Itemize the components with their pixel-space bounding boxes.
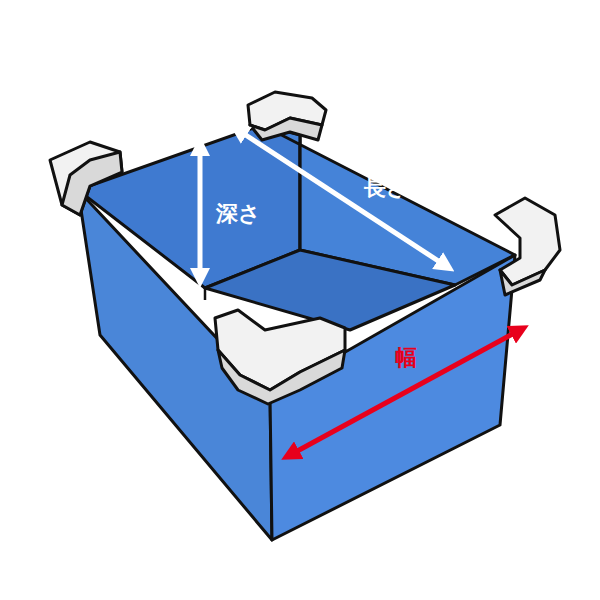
dimension-label: 幅 — [395, 346, 417, 370]
dimension-label: 長さ — [364, 176, 409, 200]
dimension-label: 深さ — [216, 202, 261, 226]
